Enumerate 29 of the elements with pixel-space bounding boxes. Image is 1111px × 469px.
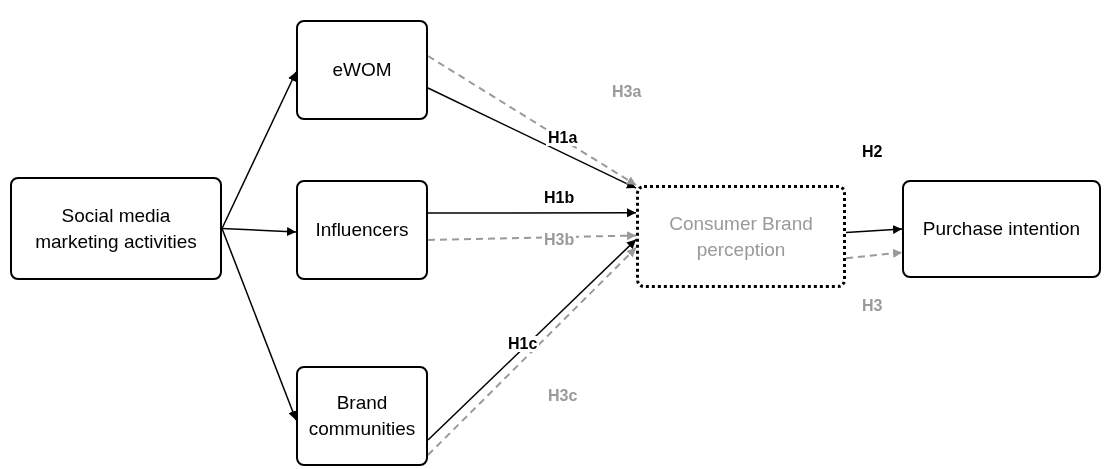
node-label: Purchase intention bbox=[922, 217, 1081, 242]
edge-label: H2 bbox=[860, 144, 885, 160]
process-box bbox=[10, 177, 222, 280]
arrow bbox=[427, 87, 637, 189]
arrow bbox=[845, 225, 903, 235]
process-box bbox=[296, 180, 428, 280]
arrow bbox=[845, 248, 903, 260]
node-label: Consumer Brand perception bbox=[668, 211, 814, 262]
edge-label: H1a bbox=[546, 130, 580, 146]
process-box bbox=[636, 185, 846, 288]
node-label: Brand communities bbox=[307, 391, 417, 441]
process-box bbox=[902, 180, 1101, 278]
node-label: eWOM bbox=[332, 58, 392, 83]
node-label: Social media marketing activities bbox=[34, 203, 198, 254]
edge-label: H1b bbox=[542, 190, 577, 206]
node-label: Influencers bbox=[315, 218, 409, 243]
process-box bbox=[296, 366, 428, 466]
edge-label: H3a bbox=[610, 84, 644, 100]
arrow bbox=[221, 227, 297, 421]
edge-label: H3b bbox=[542, 232, 577, 248]
arrow bbox=[427, 55, 637, 186]
process-box bbox=[296, 20, 428, 120]
edge-label: H3c bbox=[546, 388, 580, 404]
arrow bbox=[427, 231, 637, 241]
edge-label: H3 bbox=[860, 298, 885, 314]
arrow bbox=[221, 71, 297, 230]
arrow bbox=[221, 227, 297, 237]
arrow bbox=[427, 208, 637, 218]
edge-label: H1c bbox=[506, 336, 540, 352]
